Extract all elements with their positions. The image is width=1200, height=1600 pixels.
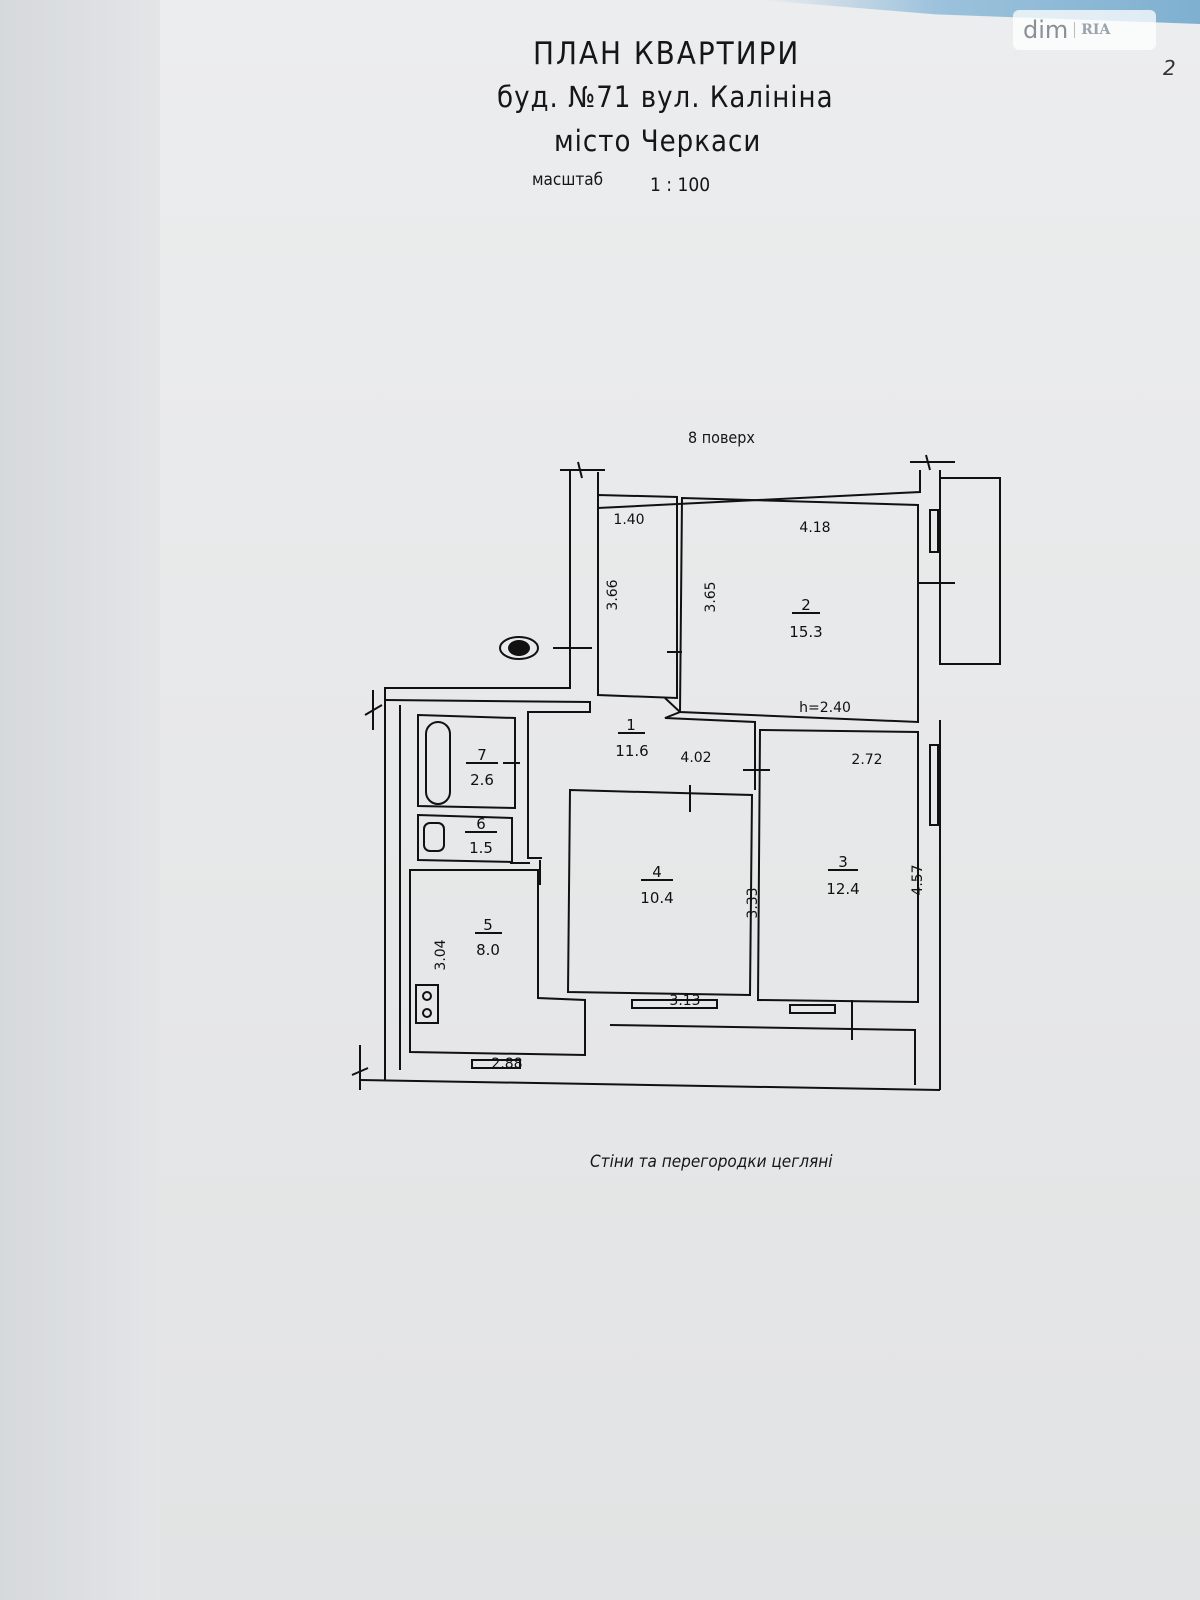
scale-label: масштаб — [532, 170, 604, 190]
dim-room3-length: 4.57 — [910, 864, 926, 895]
intercom-icon — [499, 636, 539, 660]
dim-corridor-width: 1.40 — [613, 512, 644, 528]
break-mark — [351, 454, 955, 1090]
outer-wall — [359, 470, 941, 1091]
room-3 — [756, 728, 919, 1004]
room-4-number: 4 — [652, 863, 662, 881]
plan-mark — [465, 612, 858, 934]
window — [471, 1059, 521, 1069]
document-sheet — [160, 0, 1200, 1600]
room-2-number: 2 — [801, 596, 811, 614]
city-name: місто Черкаси — [554, 124, 762, 158]
window — [789, 1004, 836, 1014]
plan-title: ПЛАН КВАРТИРИ — [533, 36, 801, 72]
plan-mark — [422, 991, 432, 1001]
dim-room5-width: 2.88 — [491, 1056, 522, 1072]
plan-mark — [422, 1008, 432, 1018]
hall-wall — [384, 699, 591, 859]
footer-note: Стіни та перегородки цегляні — [590, 1152, 833, 1172]
room-3-area: 12.4 — [826, 880, 859, 898]
room-corridor — [597, 493, 678, 700]
room-4-area: 10.4 — [640, 889, 673, 907]
room-7-number: 7 — [477, 746, 487, 764]
dim-room3-width: 2.72 — [851, 752, 882, 768]
watermark-suffix: RIA — [1074, 22, 1110, 38]
room-1-number: 1 — [626, 716, 636, 734]
dim-hall-length: 4.02 — [680, 750, 711, 766]
toilet-icon — [423, 822, 445, 852]
room-2 — [678, 496, 919, 724]
scale-value: 1 : 100 — [650, 174, 711, 196]
room-3-number: 3 — [838, 853, 848, 871]
building-address: буд. №71 вул. Калініна — [497, 80, 834, 114]
dim-room2-width: 4.18 — [799, 520, 830, 536]
dim-room2-depth: 3.65 — [703, 581, 719, 612]
room-5-area: 8.0 — [476, 941, 500, 959]
room-6-area: 1.5 — [469, 839, 493, 857]
window — [929, 744, 939, 826]
watermark-logo: dim RIA — [1013, 10, 1156, 50]
room-6-number: 6 — [476, 815, 486, 833]
window — [631, 999, 718, 1009]
balcony-top — [939, 477, 1001, 665]
window — [929, 509, 939, 553]
dim-room4-width: 3.13 — [669, 993, 700, 1009]
room-4 — [566, 788, 754, 997]
bathtub-icon — [425, 721, 451, 805]
floor-label: 8 поверх — [688, 428, 755, 447]
room-7 — [417, 713, 516, 810]
room-1-area: 11.6 — [615, 742, 648, 760]
plan-mark — [351, 454, 1001, 1091]
dim-ceiling-height: h=2.40 — [799, 700, 851, 716]
watermark-brand: dim — [1023, 16, 1069, 44]
plan-mark — [508, 640, 530, 656]
dim-room5-length: 3.04 — [433, 939, 449, 970]
room-5-number: 5 — [483, 916, 493, 934]
room-5 — [409, 869, 586, 1057]
dim-corridor-length: 3.66 — [605, 579, 621, 610]
room-7-area: 2.6 — [470, 771, 494, 789]
stove-icon — [415, 984, 439, 1024]
hall-wall — [664, 697, 756, 790]
page-number: 2 — [1163, 56, 1176, 80]
door-marks — [503, 582, 955, 1040]
dim-room4-length: 3.33 — [745, 887, 761, 918]
room-2-area: 15.3 — [789, 623, 822, 641]
